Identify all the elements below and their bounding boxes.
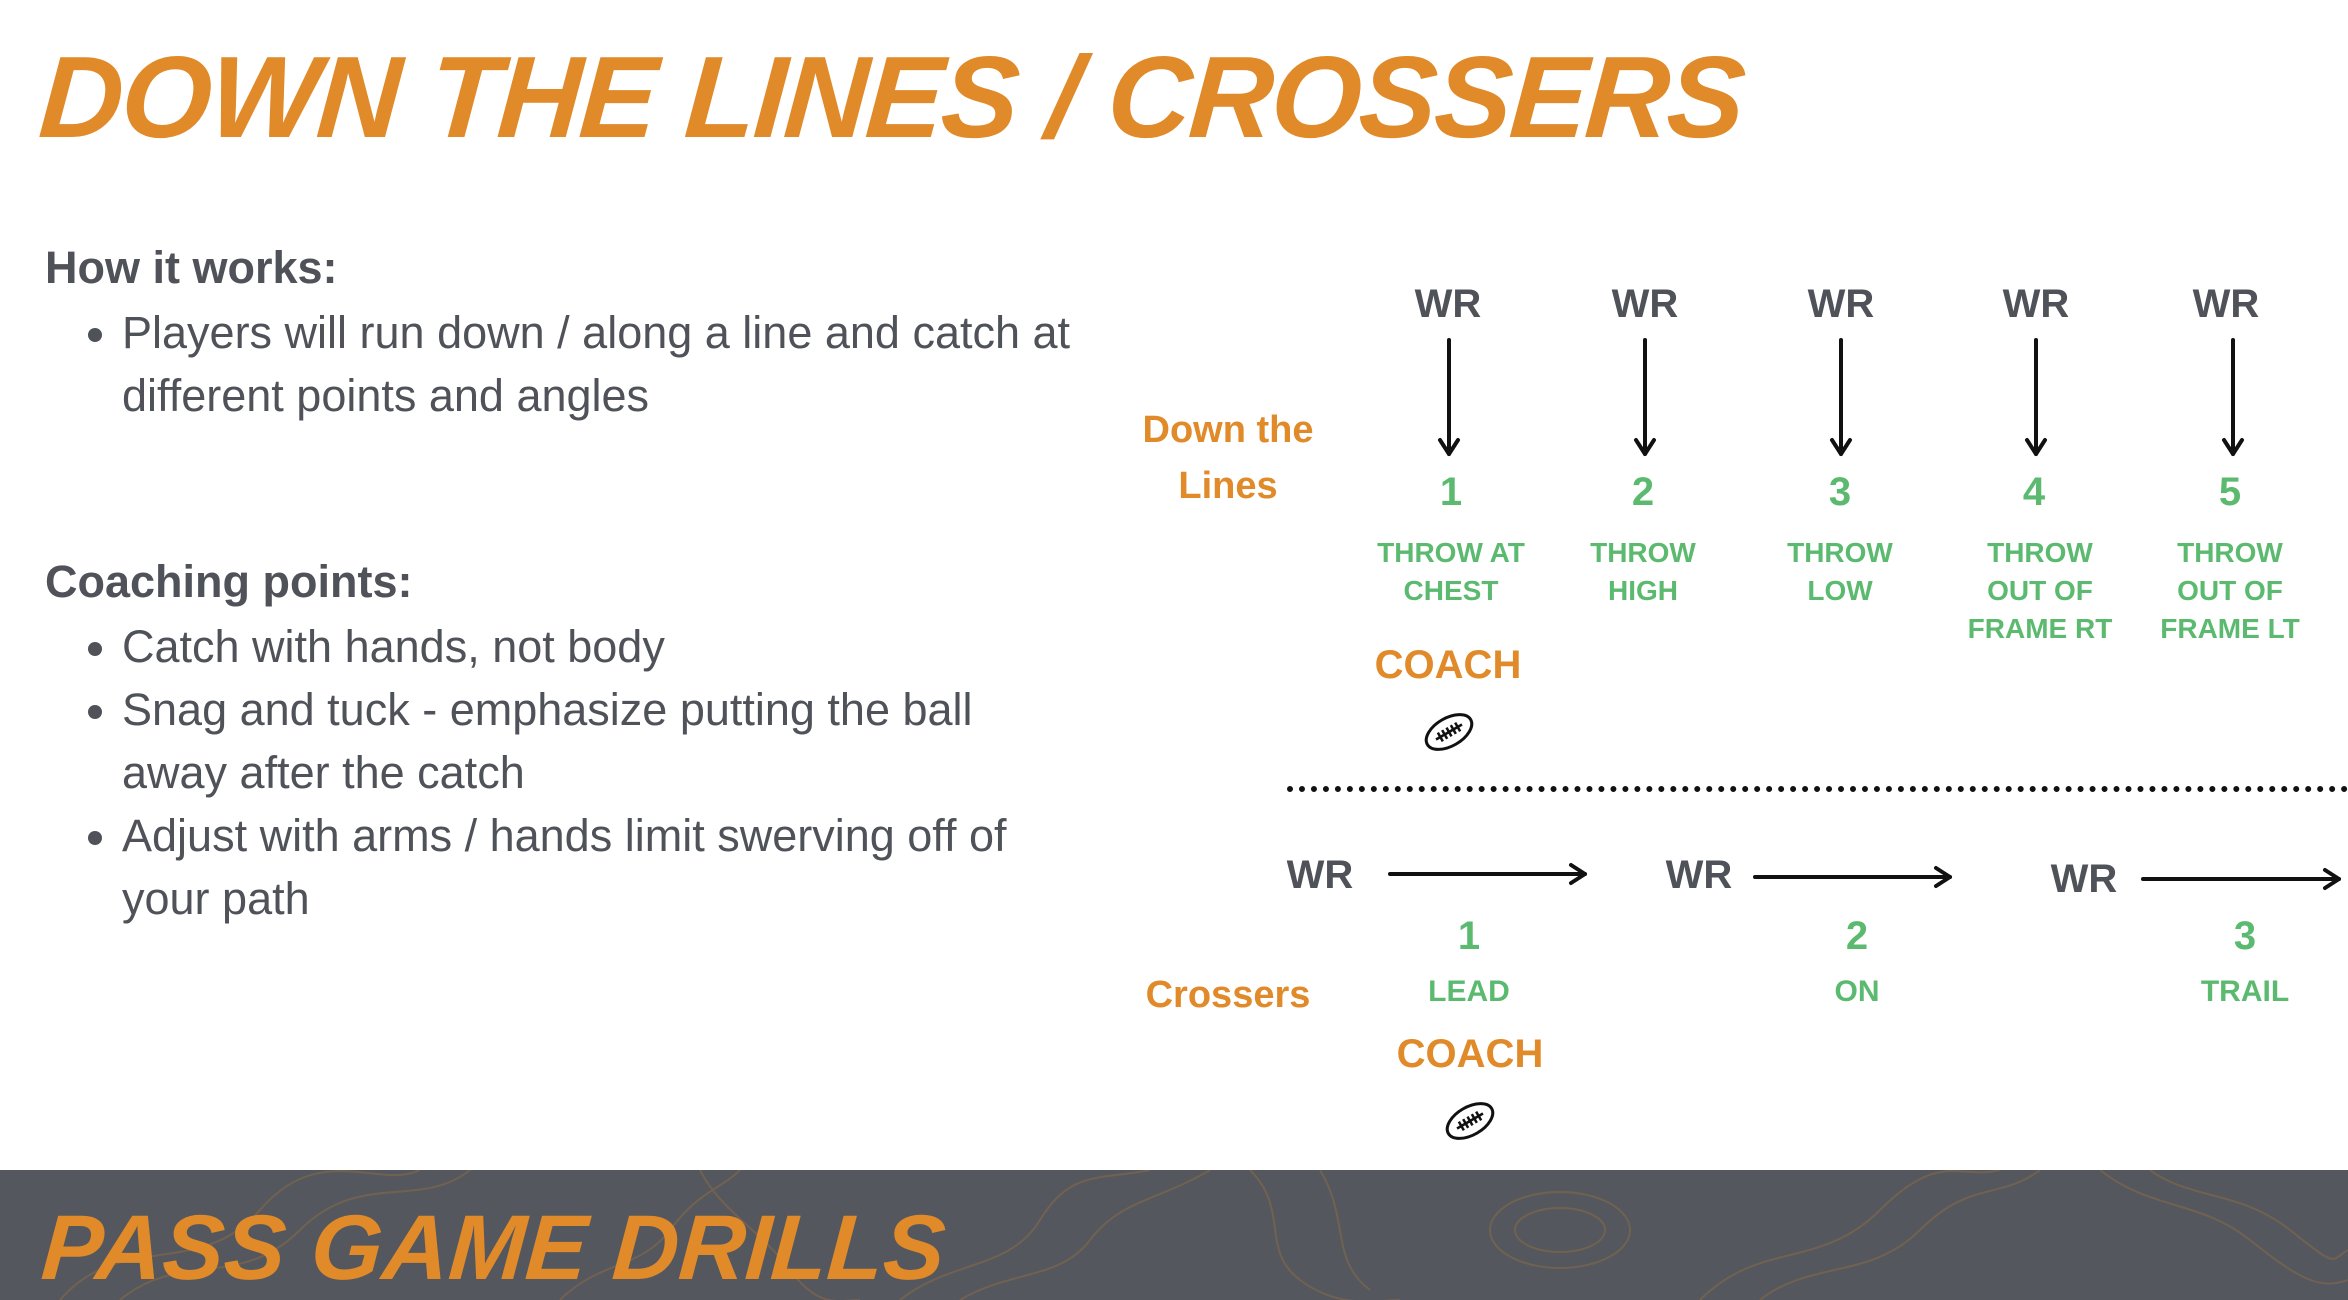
- football-icon: [1445, 1102, 1495, 1140]
- catch-point-number: 5: [2218, 470, 2242, 514]
- footer-bar: PASS GAME DRILLS: [0, 1170, 2348, 1300]
- wr-label: WR: [1286, 853, 1354, 897]
- wr-label: WR: [2192, 282, 2260, 326]
- catch-point-number: 3: [2233, 914, 2257, 958]
- throw-instruction: THROW HIGH: [1590, 537, 1696, 606]
- cross-arrow-2: [1753, 866, 1952, 888]
- catch-point-number: 2: [1845, 914, 1869, 958]
- throw-instruction: LEAD: [1428, 975, 1510, 1008]
- throw-instruction: THROW AT CHEST: [1377, 537, 1525, 606]
- throw-instruction: THROW OUT OF FRAME LT: [2160, 537, 2300, 644]
- down-arrow-5: [2222, 338, 2244, 456]
- how-it-works-list: Players will run down / along a line and…: [78, 301, 1082, 427]
- wr-label: WR: [1414, 282, 1482, 326]
- down-arrow-1: [1438, 338, 1460, 456]
- coach-label: COACH: [1374, 643, 1522, 687]
- throw-instruction: TRAIL: [2200, 975, 2290, 1008]
- down-arrow-2: [1634, 338, 1656, 456]
- topographic-pattern: [59, 1170, 2348, 1300]
- wr-label: WR: [2050, 857, 2118, 901]
- section-divider: [1287, 786, 2348, 792]
- list-item: Adjust with arms / hands limit swerving …: [122, 804, 1082, 930]
- catch-point-number: 3: [1828, 470, 1852, 514]
- coaching-points-list: Catch with hands, not body Snag and tuck…: [78, 615, 1082, 930]
- catch-point-number: 4: [2022, 470, 2046, 514]
- list-item: Snag and tuck - emphasize putting the ba…: [122, 678, 1082, 804]
- how-it-works-heading: How it works:: [45, 242, 338, 293]
- list-item: Catch with hands, not body: [122, 615, 1082, 678]
- list-item: Players will run down / along a line and…: [122, 301, 1082, 427]
- coach-label: COACH: [1396, 1032, 1544, 1076]
- catch-point-number: 1: [1457, 914, 1481, 958]
- catch-point-number: 2: [1631, 470, 1655, 514]
- cross-arrow-1: [1388, 863, 1587, 885]
- crossers-label: Crossers: [1145, 974, 1311, 1016]
- down-the-lines-label: Down the Lines: [1142, 409, 1314, 507]
- footer-title: PASS GAME DRILLS: [38, 1197, 949, 1299]
- catch-point-number: 1: [1439, 470, 1463, 514]
- wr-label: WR: [1665, 853, 1733, 897]
- down-arrow-4: [2025, 338, 2047, 456]
- cross-arrow-3: [2141, 868, 2341, 890]
- throw-instruction: ON: [1834, 975, 1880, 1008]
- wr-label: WR: [1807, 282, 1875, 326]
- down-arrow-3: [1830, 338, 1852, 456]
- throw-instruction: THROW OUT OF FRAME RT: [1967, 537, 2113, 644]
- wr-label: WR: [1611, 282, 1679, 326]
- throw-instruction: THROW LOW: [1787, 537, 1893, 606]
- coaching-points-heading: Coaching points:: [45, 556, 413, 607]
- wr-label: WR: [2002, 282, 2070, 326]
- football-icon: [1424, 713, 1474, 751]
